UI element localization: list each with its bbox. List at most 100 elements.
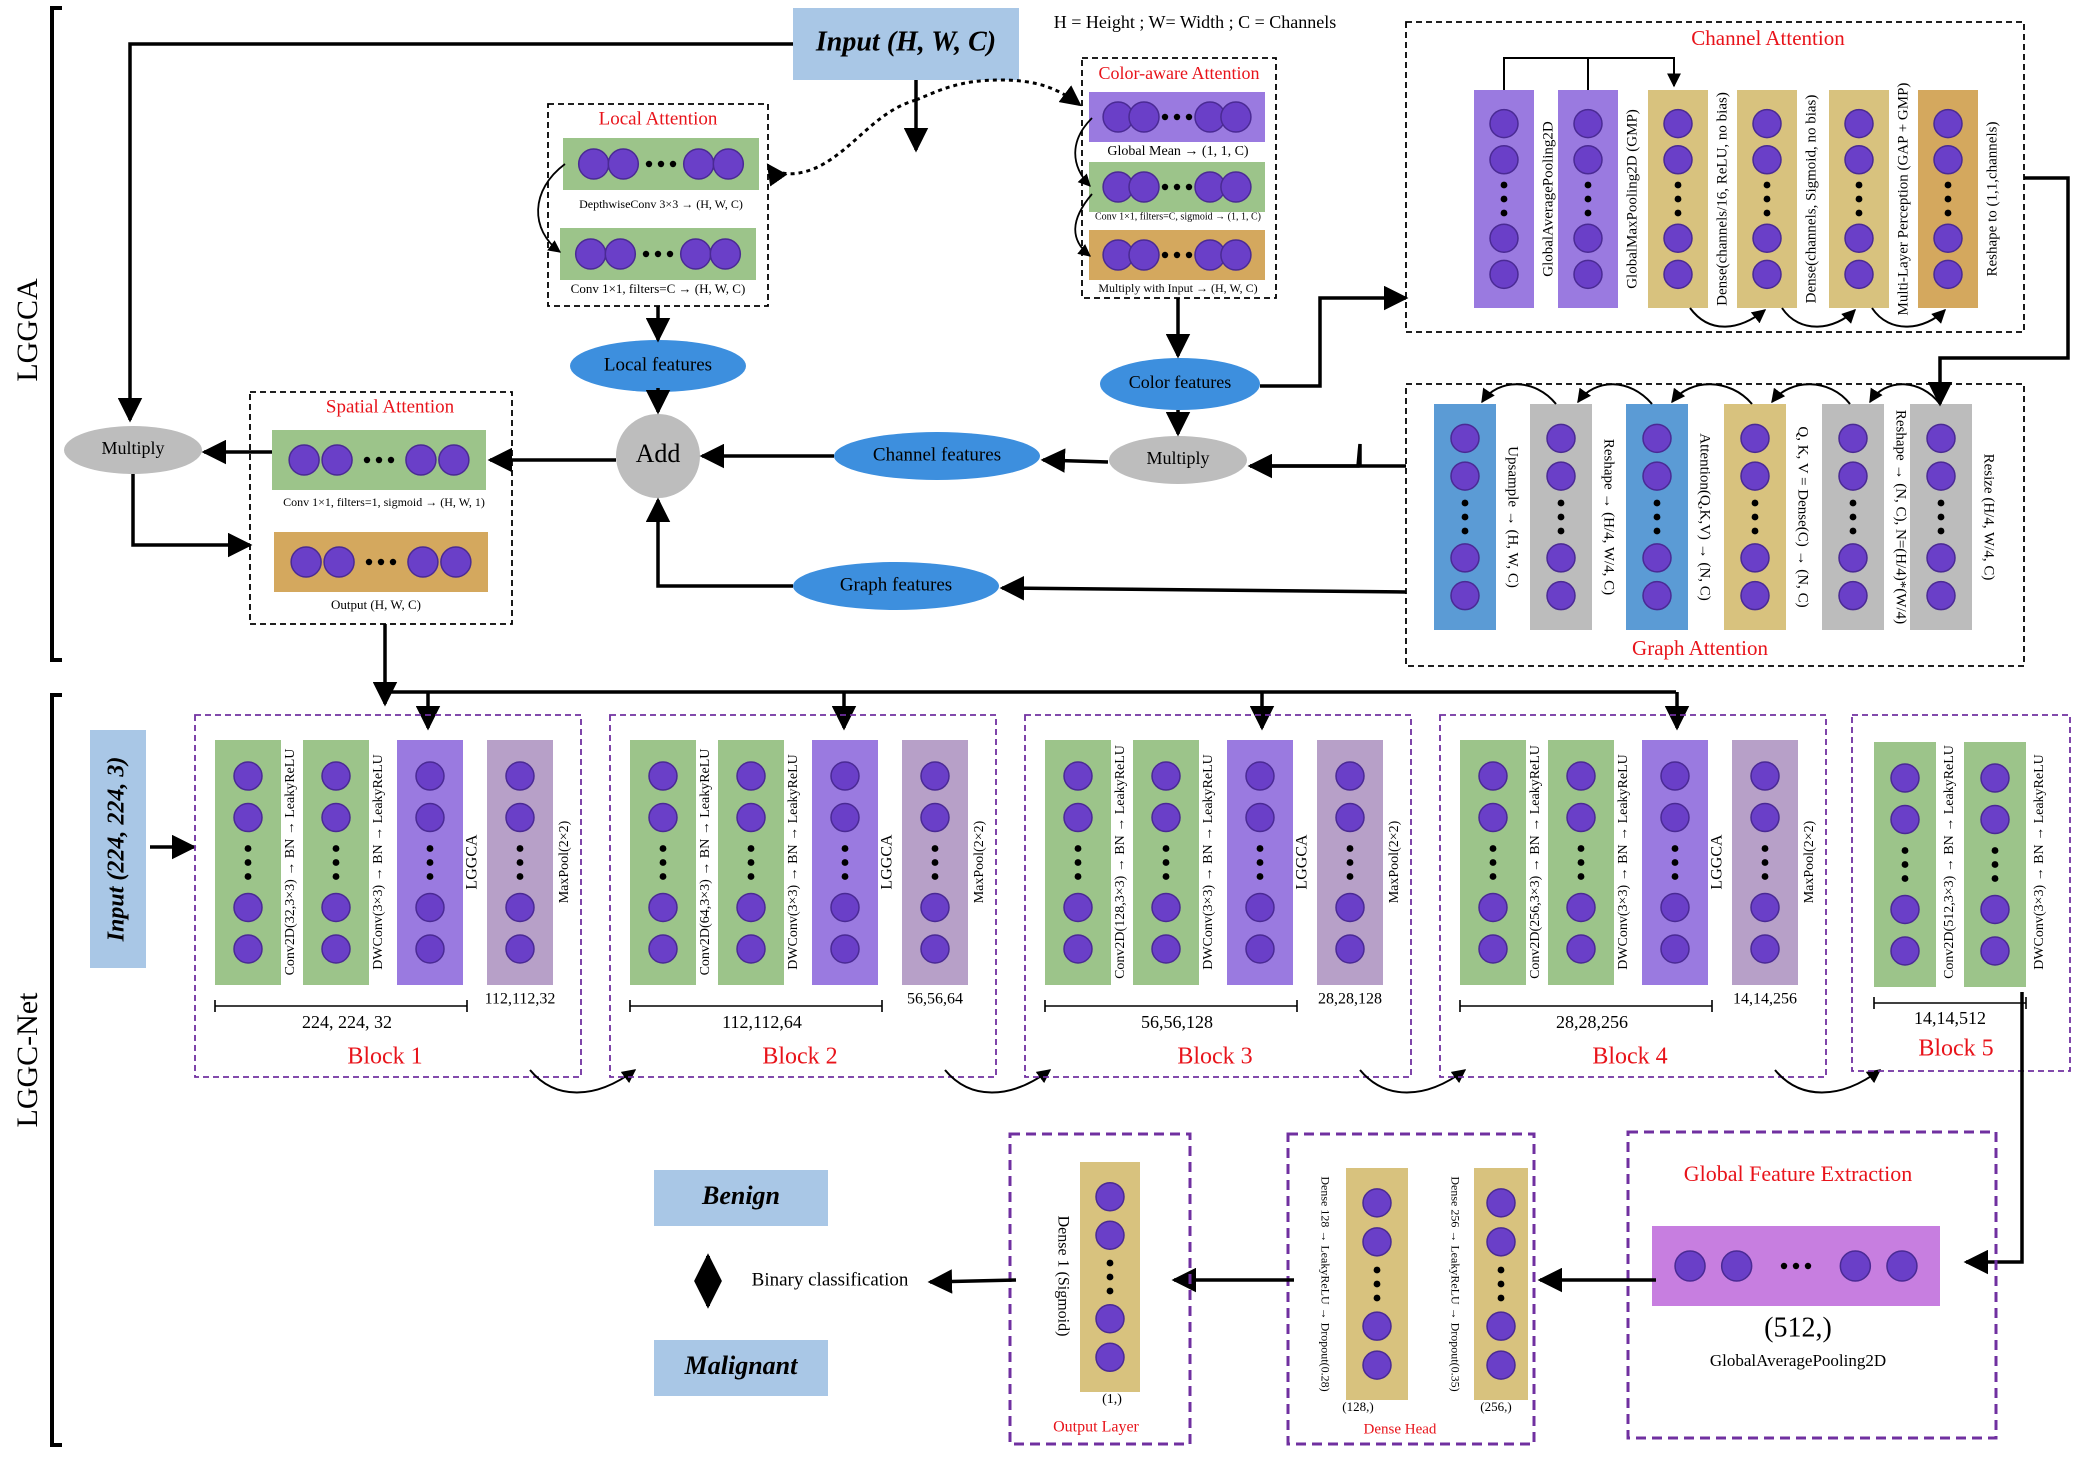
input-to-multiply-left [117, 42, 793, 423]
neuron-dot [1489, 145, 1519, 175]
neuron-dot [1063, 892, 1093, 923]
neuron-dot [405, 444, 437, 476]
color-row1-label: Global Mean → (1, 1, C) [1107, 144, 1248, 159]
neuron-dot [1478, 892, 1508, 923]
neuron-dot [1095, 1181, 1125, 1212]
graph-features-node-label: Graph features [840, 574, 952, 595]
ellipsis-dot [666, 250, 674, 258]
neuron-dot [1450, 543, 1480, 573]
gfe-label: GlobalAveragePooling2D [1710, 1351, 1886, 1370]
neuron-dot [321, 934, 351, 964]
neuron-dot [1566, 892, 1596, 923]
neuron-dot [1886, 1250, 1918, 1282]
net-input-box [90, 730, 146, 968]
neuron-dot [1750, 761, 1780, 791]
ellipsis-dot [931, 859, 939, 866]
neuron-dot [1486, 1311, 1516, 1341]
ellipsis-dot [1162, 845, 1170, 852]
ellipsis-dot [1346, 845, 1354, 852]
graph-features-to-add [645, 497, 793, 588]
graph-curve-4 [1577, 383, 1653, 405]
ellipsis-dot [1577, 845, 1585, 852]
block-3-dim-main: 56,56,128 [1141, 1012, 1213, 1032]
ellipsis-dot [1763, 209, 1771, 217]
neuron-dot [1151, 934, 1181, 964]
add-node [616, 414, 700, 498]
block-4-dim-pool: 14,14,256 [1733, 991, 1797, 1008]
malignant-box [654, 1340, 828, 1396]
neuron-dot [1642, 580, 1672, 611]
lggcnet-section-title: LGGC-Net [11, 992, 44, 1128]
gfe-shape: (512,) [1764, 1312, 1832, 1343]
ellipsis-dot [659, 873, 667, 880]
lggca-bracket [50, 6, 62, 662]
ellipsis-dot [841, 859, 849, 866]
neuron-dot [830, 802, 860, 833]
binary-classification-label: Binary classification [752, 1269, 909, 1290]
ellipsis-dot [1901, 847, 1909, 854]
ellipsis-dot [657, 160, 665, 168]
ellipsis-dot [1761, 845, 1769, 852]
neuron-dot [1478, 761, 1508, 791]
channel-curve-2 [1781, 307, 1856, 328]
block-4-dwconv-label: DWConv(3×3) → BN → LeakyReLU [1616, 754, 1631, 970]
color-skip-arrow-1 [1074, 117, 1093, 187]
local-row2-label: Conv 1×1, filters=C → (H, W, C) [571, 281, 746, 296]
neuron-dot [1839, 1250, 1872, 1282]
color-attention-title: Color-aware Attention [1098, 63, 1259, 83]
neuron-dot [1151, 802, 1181, 833]
neuron-dot [1546, 543, 1576, 573]
ellipsis-dot [1901, 861, 1909, 868]
input-dotted-to-color [915, 78, 1082, 107]
neuron-dot [1095, 1220, 1125, 1250]
neuron-dot [1335, 892, 1365, 923]
neuron-dot [288, 444, 320, 476]
block-2-pool-label: MaxPool(2×2) [972, 820, 987, 903]
block-4-dim-ticks [1459, 1000, 1713, 1012]
block-4-lggca-label: LGGCA [1709, 834, 1726, 890]
ellipsis-dot [1901, 875, 1909, 882]
ellipsis-dot [1792, 1262, 1800, 1270]
neuron-dot [233, 892, 263, 923]
neuron-dot [920, 892, 950, 923]
benign-label: Benign [701, 1181, 780, 1210]
neuron-dot [830, 892, 860, 923]
ellipsis-dot [1855, 209, 1863, 217]
ellipsis-dot [1106, 1273, 1114, 1281]
channel-curve-1 [1689, 307, 1767, 328]
ellipsis-dot [1671, 859, 1679, 866]
neuron-dot [1220, 239, 1252, 271]
dense-128-dim: (128,) [1342, 1399, 1373, 1414]
neuron-dot [1844, 259, 1874, 290]
neuron-dot [1486, 1350, 1516, 1380]
neuron-dot [1750, 934, 1780, 964]
neuron-dot [321, 444, 353, 476]
neuron-dot [1566, 934, 1596, 964]
color-row2-label: Conv 1×1, filters=C, sigmoid → (1, 1, C) [1095, 211, 1261, 222]
neuron-dot [1750, 892, 1780, 923]
output-layer-label: Dense 1 (Sigmoid) [1054, 1216, 1071, 1337]
input-dotted-to-local [766, 98, 917, 187]
neuron-dot [1095, 1304, 1125, 1334]
ellipsis-dot [1161, 113, 1169, 121]
ellipsis-dot [1761, 859, 1769, 866]
block-5-dim-line [1873, 997, 2027, 1009]
neuron-dot [736, 761, 766, 791]
ellipsis-dot [516, 873, 524, 880]
neuron-dot [1752, 145, 1782, 175]
local-row1-label: DepthwiseConv 3×3 → (H, W, C) [579, 197, 743, 211]
lggcnet-bracket [50, 693, 62, 1447]
neuron-dot [1933, 108, 1963, 139]
spatial-attention-box [249, 391, 513, 625]
block-2-dim-main: 112,112,64 [722, 1012, 802, 1032]
neuron-dot [1546, 580, 1576, 611]
dense-128-label: Dense 128 → LeakyReLU → Dropout(0.28) [1318, 1176, 1332, 1391]
ellipsis-dot [244, 859, 252, 866]
block-2-title: Block 2 [762, 1044, 837, 1070]
ellipsis-dot [1256, 859, 1264, 866]
neuron-dot [1663, 259, 1693, 290]
neuron-dot [415, 761, 445, 791]
neuron-dot [1489, 223, 1519, 253]
ellipsis-dot [389, 558, 397, 566]
